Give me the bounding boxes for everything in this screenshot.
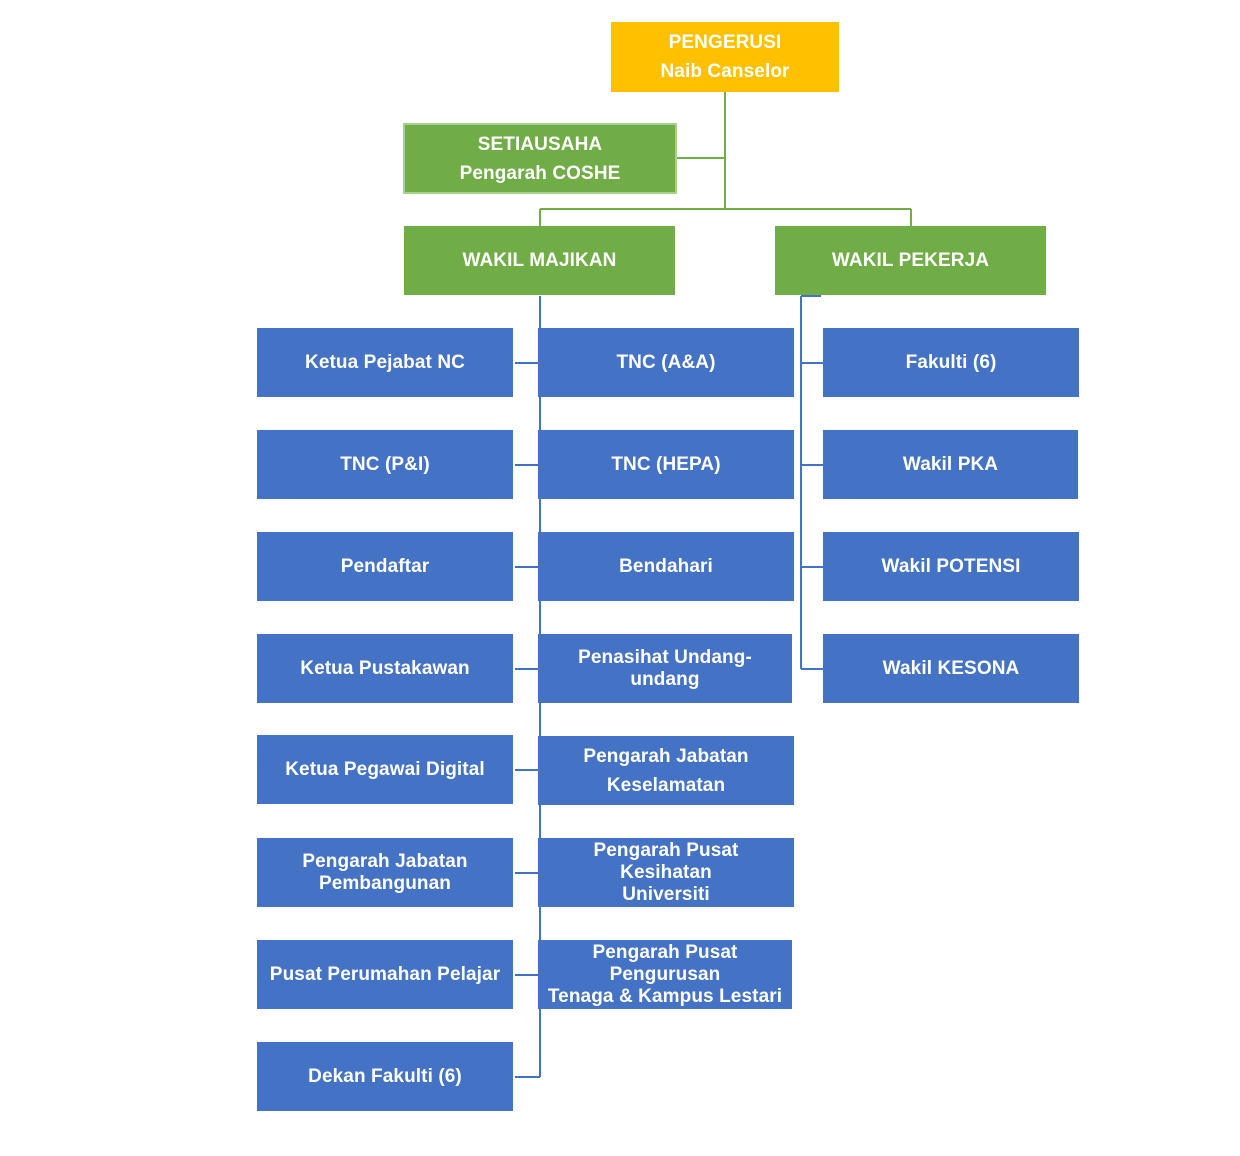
member-label-line1: Pengarah Pusat Kesihatan	[593, 839, 739, 883]
secretary-name: Pengarah COSHE	[459, 162, 621, 184]
member-label-line2: Tenaga & Kampus Lestari	[547, 985, 783, 1007]
secretary-box: SETIAUSAHA Pengarah COSHE	[403, 123, 677, 194]
member-label: Fakulti (6)	[905, 351, 997, 373]
secretary-title: SETIAUSAHA	[477, 133, 603, 155]
member-label: Dekan Fakulti (6)	[308, 1065, 462, 1087]
member-box-dekan-fakulti: Dekan Fakulti (6)	[257, 1042, 513, 1111]
member-box-bendahari: Bendahari	[538, 532, 794, 601]
member-label-line2: Pembangunan	[318, 872, 451, 894]
employee-rep-box: WAKIL PEKERJA	[775, 226, 1046, 295]
member-label-line1: Pengarah Pusat Pengurusan	[592, 941, 738, 985]
member-label: Bendahari	[619, 555, 713, 577]
member-box-pendaftar: Pendaftar	[257, 532, 513, 601]
member-box-tnc-pi: TNC (P&I)	[257, 430, 513, 499]
employee-connectors	[800, 295, 823, 670]
member-label: TNC (P&I)	[340, 453, 430, 475]
member-box-wakil-kesona: Wakil KESONA	[823, 634, 1079, 703]
member-box-wakil-potensi: Wakil POTENSI	[823, 532, 1079, 601]
member-box-tnc-aa: TNC (A&A)	[538, 328, 794, 397]
member-label: Pusat Perumahan Pelajar	[269, 963, 501, 985]
member-box-ketua-pegawai-digital: Ketua Pegawai Digital	[257, 735, 513, 804]
employer-rep-label: WAKIL MAJIKAN	[462, 249, 617, 271]
member-label: Wakil KESONA	[882, 657, 1020, 679]
member-label: Pendaftar	[340, 555, 430, 577]
member-box-pengarah-jabatan-keselamatan: Pengarah Jabatan Keselamatan	[538, 736, 794, 805]
member-label: Ketua Pegawai Digital	[285, 758, 485, 780]
member-box-wakil-pka: Wakil PKA	[823, 430, 1078, 499]
member-box-penasihat-undang-undang: Penasihat Undang-undang	[538, 634, 792, 703]
member-label: Penasihat Undang-undang	[578, 646, 752, 690]
member-label-line1: Pengarah Jabatan	[583, 745, 749, 767]
top-connectors	[539, 92, 912, 226]
member-label-line2: Universiti	[622, 883, 710, 905]
member-box-ketua-pejabat-nc: Ketua Pejabat NC	[257, 328, 513, 397]
member-box-tnc-hepa: TNC (HEPA)	[538, 430, 794, 499]
chairman-box: PENGERUSI Naib Canselor	[611, 22, 839, 92]
member-label-line2: Keselamatan	[606, 774, 726, 796]
member-label: Wakil PKA	[902, 453, 999, 475]
member-label: TNC (A&A)	[616, 351, 716, 373]
member-box-pengarah-jabatan-pembangunan: Pengarah Jabatan Pembangunan	[257, 838, 513, 907]
employer-connectors	[515, 296, 541, 1078]
member-box-pusat-perumahan-pelajar: Pusat Perumahan Pelajar	[257, 940, 513, 1009]
chairman-name: Naib Canselor	[660, 61, 790, 82]
member-box-fakulti: Fakulti (6)	[823, 328, 1079, 397]
member-box-pengarah-pusat-pengurusan-tenaga: Pengarah Pusat Pengurusan Tenaga & Kampu…	[538, 940, 792, 1009]
member-label: Wakil POTENSI	[881, 555, 1021, 577]
member-box-pengarah-pusat-kesihatan: Pengarah Pusat Kesihatan Universiti	[538, 838, 794, 907]
member-label-line1: Pengarah Jabatan	[302, 850, 468, 872]
member-label: Ketua Pejabat NC	[305, 351, 465, 373]
member-label: TNC (HEPA)	[611, 453, 721, 475]
member-label: Ketua Pustakawan	[300, 657, 470, 679]
employee-rep-label: WAKIL PEKERJA	[831, 249, 990, 271]
chairman-title: PENGERUSI	[668, 32, 782, 53]
employer-rep-box: WAKIL MAJIKAN	[404, 226, 675, 295]
member-box-ketua-pustakawan: Ketua Pustakawan	[257, 634, 513, 703]
